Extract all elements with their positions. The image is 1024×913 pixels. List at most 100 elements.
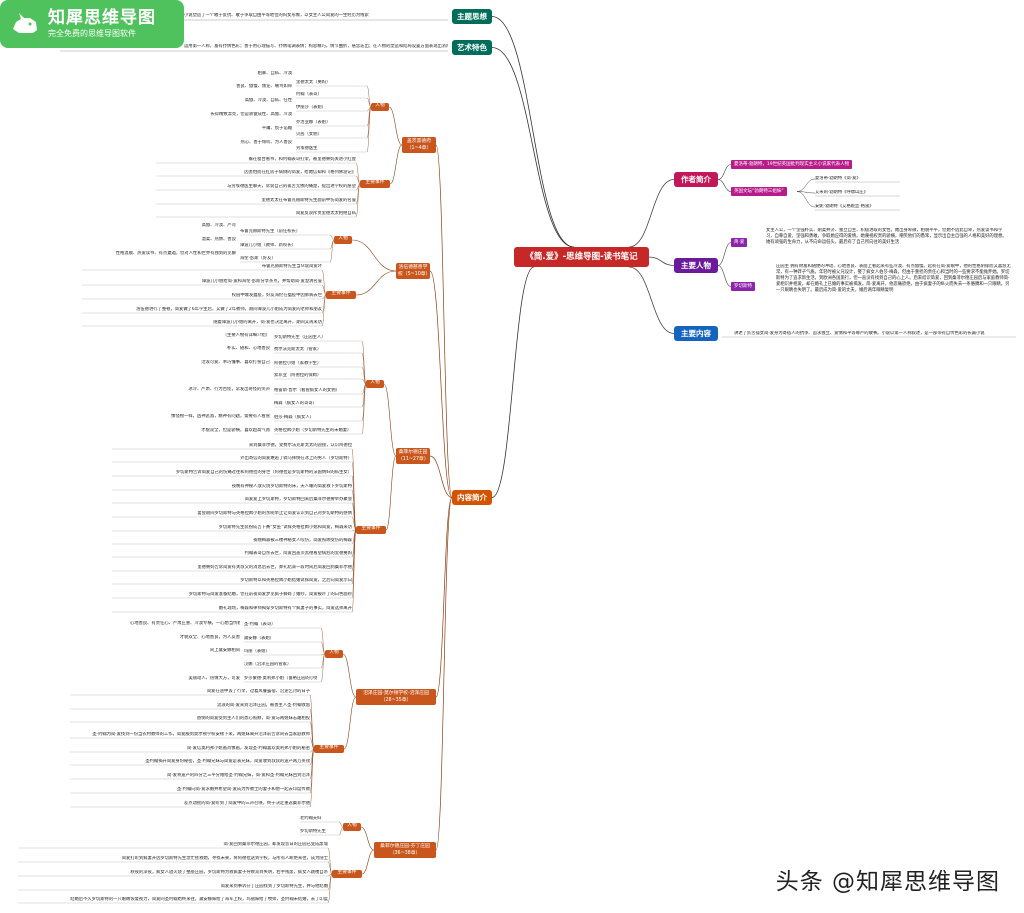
stage-1-person-0-desc: 高傲、冷漠、严苛 (201, 223, 236, 228)
stage-2-event-10: 罗切斯特以和英格拉姆小姐结婚试探简爱，之后向简爱示白 (240, 578, 352, 583)
connector (342, 653, 357, 698)
stage-1-people-tag[interactable]: 人物 (334, 236, 352, 244)
stage-3-event-0: 简爱在途中丢了行李，过着风餐露宿、沿途乞讨的日子 (206, 689, 310, 694)
stage-0-event-2: 与劳埃德医生聊天，诉说自己的孤苦无依的痛楚，提出进学校的愿望 (227, 184, 356, 189)
topic-art[interactable]: 艺术特色 (452, 40, 492, 55)
stage-4-title[interactable]: 桑菲尔德庄园-芬丁庄园（36~38章） (374, 842, 436, 858)
stage-4-events-tag[interactable]: 主要事件 (332, 870, 362, 878)
topic-characters[interactable]: 主要人物 (674, 258, 718, 273)
stage-3-people-tag[interactable]: 人物 (325, 650, 343, 658)
stage-1-person-2-desc: 性格温顺、热爱读书、有点邋遢，但对人性和世界有独到的见解 (115, 251, 236, 256)
stage-3-event-1: 流浪的简·爱来到沼泽庄园，被善主人圣·约翰收留 (217, 703, 310, 708)
connector (329, 234, 335, 241)
stage-3-person-0-desc: 心地善良、有责任心、严肃庄重、冷漠专横，一心想当传教士 (130, 621, 240, 626)
stage-1-event-3: 洛伍德进行了整顿，简爱做了6年学生后，又做了2年教师，期间谭波儿小姐成为简爱的老… (136, 307, 322, 312)
stage-1-person-1-name: 谭波儿小姐（教师、新校长） (240, 243, 296, 248)
logo-subtitle: 完全免费的思维导图软件 (48, 29, 136, 38)
stage-2-title[interactable]: 桑菲尔德庄园（11~27章） (396, 448, 430, 464)
stage-3-person-3-name: 汉娜（沼泽庄园的管家） (244, 662, 292, 667)
connector (309, 721, 315, 750)
stage-2-event-9: 里德舅妈告诉简爱有关叔父的消息后去世，葬礼结束一段时间后简爱回到桑菲尔德 (197, 565, 352, 570)
stage-3-person-4-desc: 美丽动人、热情大方，可爱 (188, 676, 240, 681)
stage-3-person-1-desc: 才貌双全、心地善良，为人友善 (179, 635, 240, 640)
connector (366, 106, 372, 153)
stage-0-events-tag[interactable]: 主要事件 (360, 180, 390, 188)
topic-content[interactable]: 主要内容 (674, 326, 718, 341)
stage-3-event-8: 差点动摇的简·爱听到了简爱中的三声召唤，终于决定重返桑菲尔德 (184, 801, 310, 806)
topic-art-text: 运用第一人称，富有抒情色彩；善于用心理描写、抒情笔调表情；构思精巧，情节曲折，悬… (184, 44, 448, 49)
stage-0-person-4-desc: 平庸、惯于谄媚 (261, 126, 292, 131)
stage-2-person-0-name: 罗切斯特先生（庄园主人） (274, 335, 326, 340)
stage-2-event-8: 约翰表哥自杀去世，简爱回盖茨黑德看望病危的里德舅妈 (244, 551, 352, 556)
connector (355, 183, 361, 218)
stage-2-people-tag[interactable]: 人物 (366, 380, 384, 388)
stage-1-person-1-desc: 温柔、热情、善良 (201, 237, 236, 242)
stage-2-person-5-name: 梅森（疯女人的哥哥） (274, 401, 317, 406)
connector (796, 191, 816, 208)
stage-3-title[interactable]: 沼泽庄园-莫尔顿学校-沼泽庄园（28~35章） (356, 689, 436, 705)
stage-2-event-1: 外出寄信的简爱邂逅了骑马摔倒在冰上的男人（罗切斯特） (240, 456, 352, 461)
stage-4-event-3: 简爱来到事诉芬丁庄园找到了罗切斯特先生，并与他结婚 (220, 884, 328, 889)
connector (309, 748, 315, 753)
connector (327, 873, 333, 877)
stage-0-person-3-desc: 长得精致漂亮，但是骄傲成性、高傲、冷漠 (210, 112, 292, 117)
stage-2-person-7-desc: 才貌双全，但是骄横，喜欢趋高气昂 (201, 428, 270, 433)
stage-3-person-2-desc: 同上黛安娜相同 (209, 648, 240, 653)
stage-0-person-5-desc: 热心、善于倾听、为人善良 (240, 140, 292, 145)
connector (338, 826, 344, 836)
stage-2-person-2-name: 阿德拉小姐（家教学生） (274, 361, 322, 366)
connector (389, 144, 403, 185)
stage-1-title[interactable]: 洛伍德慈善学校（5~10章） (396, 263, 431, 279)
connector-art (491, 47, 575, 248)
topic-theme-text: 小说塑造了一个敢于反抗、敢于争取自由平等地位的妇女形象，以女主人公简爱的一生经历… (184, 13, 369, 18)
connector (351, 529, 357, 613)
stage-1-event-2: 校园中爆发瘟疫，好友海伦在瘟疫中因肺病去世 (231, 293, 322, 298)
stage-0-title[interactable]: 盖茨黑德府（1~4章） (402, 137, 436, 153)
stage-4-people-tag[interactable]: 人物 (343, 823, 361, 831)
stage-3-event-2: 昏倒的简爱受到主人们的悉心照顾，简·爱与两姐妹志趣相投 (196, 716, 310, 721)
stage-2-events-tag[interactable]: 主要事件 (356, 526, 386, 534)
stage-3-event-3: 圣·约翰为简·爱找到一份当农村教师的工作，简爱服到莫尔顿学校安顿下来，两姐妹离开… (92, 732, 310, 737)
connector (385, 455, 397, 531)
stage-0-person-2-desc: 高傲、冷漠、自私、任性 (244, 98, 292, 103)
logo-title: 知犀思维导图 (48, 8, 156, 28)
topic-theme[interactable]: 主题思想 (452, 9, 492, 24)
connector (320, 653, 326, 683)
connector (361, 378, 367, 385)
connector (321, 269, 327, 296)
stage-2-event-3: 夜晚有神秘人放火烧罗切斯特的床，夫人睡的简爱救下罗切斯特 (231, 484, 352, 489)
connector (327, 873, 333, 904)
root-node[interactable]: 《简.爱》-思维导图-读书笔记 (514, 247, 649, 267)
connector (361, 366, 367, 385)
char-jane-text: 女主人公，一个坚强朴实、刚柔并济、独立自主、积极进取的女性。她出身卑微，相貌平平… (766, 228, 1007, 246)
stage-2-event-12: 婚礼现场，梅森和律师揭穿罗切斯特有个疯妻子的事实，简爱选择离开 (218, 606, 352, 611)
topic-plot[interactable]: 内容简介 (452, 490, 492, 505)
stage-4-event-2: 秋夜的深夜，疯女人放火烧了整座庄园，罗切斯特为救疯妻子导致双目失明，右手残废，疯… (130, 870, 328, 875)
stage-3-person-4-name: 罗莎蒙德·奥利弗小姐（富裕庄园的小姐） (244, 676, 317, 681)
stage-1-event-4: 随着谭波儿小姐的离开，简·爱也决定离开，期间又再来访 (213, 320, 322, 325)
connector-characters (648, 256, 675, 266)
stage-0-people-tag[interactable]: 人物 (371, 103, 389, 111)
stage-3-event-4: 简·爱信奥利弗小姐画肖像画，发现圣·约翰喜欢奥利弗小姐的秘密 (186, 746, 310, 751)
topic-author[interactable]: 作者简介 (674, 172, 718, 187)
connector (327, 861, 333, 875)
rhino-icon (13, 13, 37, 33)
connector (351, 502, 357, 531)
connector (351, 461, 357, 531)
connector-content (628, 266, 675, 334)
connector (329, 239, 335, 263)
connector (309, 708, 315, 750)
stage-2-person-0-desc: （主要人物有详细介绍） (222, 333, 270, 338)
connector (309, 694, 315, 750)
stage-3-events-tag[interactable]: 主要事件 (314, 745, 344, 753)
connector (321, 294, 327, 327)
stage-2-person-1-name: 费尔法克斯太太（管家） (274, 347, 322, 352)
author-sister-0: 夏洛蒂·勃朗特《简·爱》 (815, 176, 861, 181)
char-rochester-text: 庄园主 拥有财富和随便的冲动、心地善良、表面上看起来有些冷漠、有点傲慢。起初在简… (776, 264, 1011, 294)
stage-0-event-1: 因害怕而在红房子病倒的简爱，给她信却和《格列佛游记》 (244, 170, 356, 175)
stage-1-events-tag[interactable]: 主要事件 (326, 291, 356, 299)
stage-2-person-2-desc: 活泼可爱、乖巧懂事、喜欢打扮自己 (201, 360, 270, 365)
stage-0-person-5-name: 劳埃德医生 (296, 146, 318, 151)
